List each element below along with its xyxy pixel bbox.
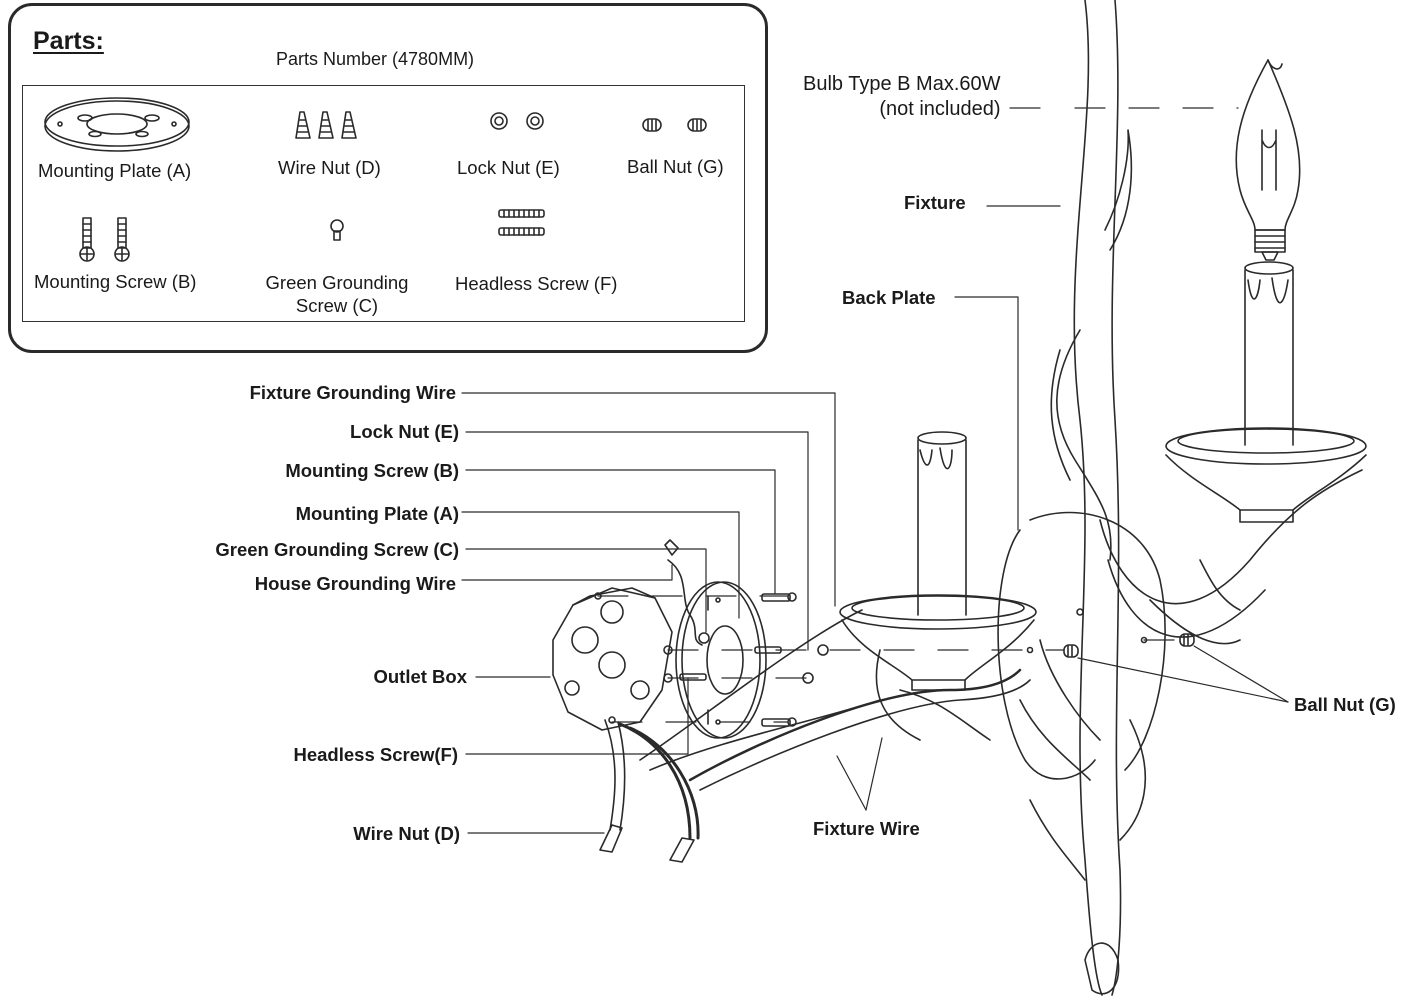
leader-lines <box>461 107 1289 834</box>
part-label-lock-nut: Lock Nut (E) <box>457 157 560 178</box>
callout-outlet-box: Outlet Box <box>373 666 467 687</box>
mounting-screw-icon <box>79 217 130 262</box>
callout-ball-nut: Ball Nut (G) <box>1294 694 1396 715</box>
back-plate-shape <box>997 511 1166 780</box>
outlet-box-shape <box>552 587 673 731</box>
ball-nut-icon <box>642 118 707 132</box>
callout-back-plate: Back Plate <box>842 287 936 308</box>
wires <box>599 539 1031 863</box>
bulb-icon <box>1235 59 1301 261</box>
part-label-headless-screw: Headless Screw (F) <box>455 273 618 294</box>
callout-wire-nut: Wire Nut (D) <box>353 823 460 844</box>
callout-fixture-wire: Fixture Wire <box>813 818 920 839</box>
mounting-plate-icon <box>44 97 190 152</box>
green-grounding-screw-icon <box>330 219 344 241</box>
callout-green-grounding-screw: Green Grounding Screw (C) <box>215 539 459 560</box>
parts-heading: Parts: <box>33 27 104 55</box>
guide-lines <box>597 107 1239 723</box>
callout-mounting-plate: Mounting Plate (A) <box>295 503 459 524</box>
part-label-green-grounding-screw: Green Grounding Screw (C) <box>265 272 409 316</box>
mounting-plate-side <box>675 581 767 739</box>
callout-bulb-type: Bulb Type B Max.60W (not included) <box>803 73 1001 120</box>
parts-number: Parts Number (4780MM) <box>276 49 475 69</box>
callout-headless-screw: Headless Screw(F) <box>293 744 458 765</box>
lock-nut-icon <box>490 112 544 130</box>
callout-mounting-screw: Mounting Screw (B) <box>285 460 459 481</box>
branch-fixture <box>1019 0 1363 996</box>
callout-house-grounding-wire: House Grounding Wire <box>254 573 456 594</box>
callout-lock-nut: Lock Nut (E) <box>350 421 459 442</box>
callout-fixture: Fixture <box>904 192 966 213</box>
callout-fixture-grounding-wire: Fixture Grounding Wire <box>249 382 456 403</box>
part-label-wire-nut: Wire Nut (D) <box>278 157 381 178</box>
part-label-ball-nut: Ball Nut (G) <box>627 156 724 177</box>
arm-contour <box>639 609 881 771</box>
part-label-mounting-screw: Mounting Screw (B) <box>34 271 197 292</box>
part-label-mounting-plate: Mounting Plate (A) <box>38 160 192 181</box>
right-candle <box>1165 261 1367 523</box>
parts-grid <box>22 85 745 322</box>
parts-panel <box>8 3 768 353</box>
left-candle <box>839 431 1037 741</box>
wire-nut-icon <box>295 111 357 139</box>
headless-screw-icon <box>498 209 545 236</box>
